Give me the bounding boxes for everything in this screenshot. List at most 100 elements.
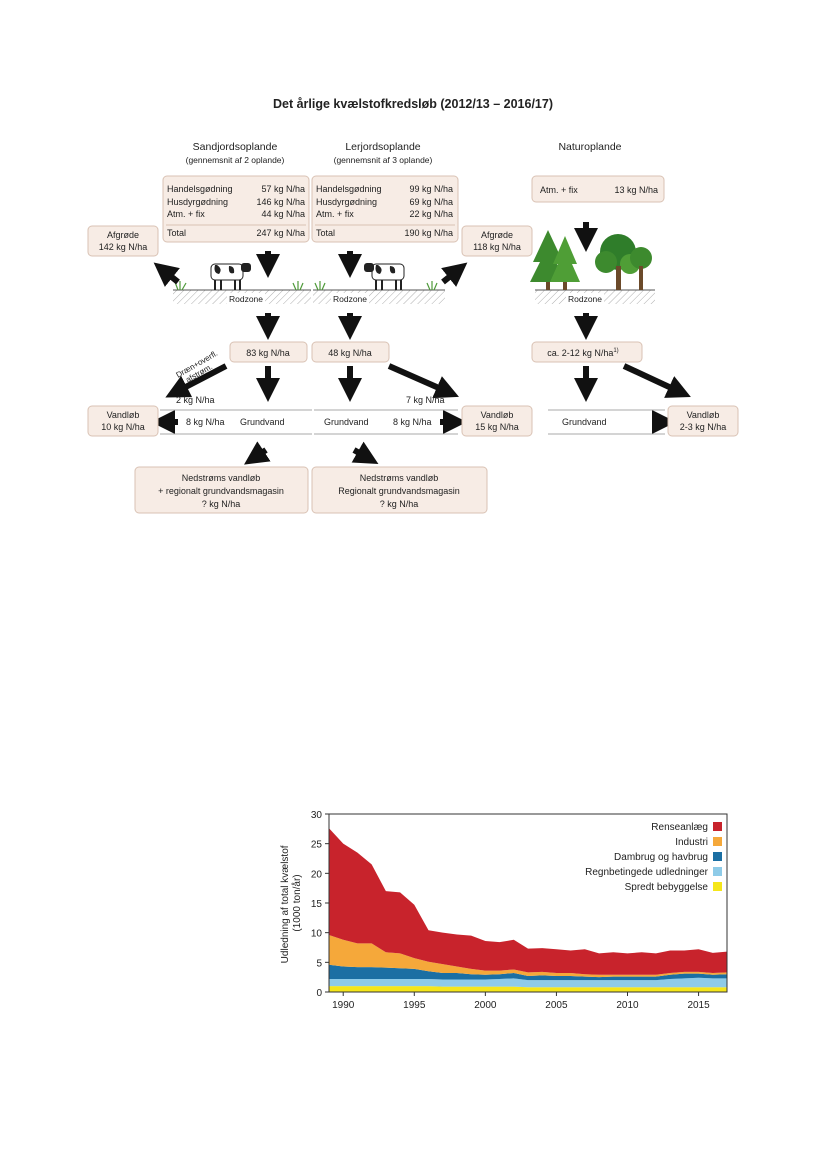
clay-root-leach-value: 48 kg N/ha bbox=[328, 348, 372, 358]
sand-input-box: Handelsgødning 57 kg N/ha Husdyrgødning … bbox=[163, 176, 309, 242]
clay-groundwater-flow: 8 kg N/ha bbox=[393, 417, 432, 427]
nature-input-box: Atm. + fix 13 kg N/ha bbox=[532, 176, 664, 202]
sand-groundwater-label: Grundvand bbox=[240, 417, 285, 427]
y-tick-label: 5 bbox=[316, 958, 322, 969]
clay-input-label: Husdyrgødning bbox=[316, 197, 377, 207]
clay-input-value: 99 kg N/ha bbox=[409, 184, 453, 194]
clay-ground: Rodzone bbox=[313, 290, 445, 305]
nature-root-leach-box: ca. 2-12 kg N/ha1) bbox=[532, 342, 642, 362]
sand-downstream-box: Nedstrøms vandløb + regionalt grundvands… bbox=[135, 467, 308, 513]
crop-value: 118 kg N/ha bbox=[473, 242, 521, 252]
nature-stream-box: Vandløb 2-3 kg N/ha bbox=[668, 406, 738, 436]
clay-column-subtitle: (gennemsnit af 3 oplande) bbox=[334, 155, 433, 165]
sand-column-subtitle: (gennemsnit af 2 oplande) bbox=[186, 155, 285, 165]
y-tick-label: 25 bbox=[311, 840, 323, 851]
nature-groundwater-label: Grundvand bbox=[562, 417, 607, 427]
stream-value: 10 kg N/ha bbox=[101, 422, 145, 432]
sand-root-leach-value: 83 kg N/ha bbox=[246, 348, 290, 358]
downstream-line: Nedstrøms vandløb bbox=[360, 473, 439, 483]
sand-input-label: Atm. + fix bbox=[167, 209, 205, 219]
clay-input-label: Atm. + fix bbox=[316, 209, 354, 219]
downstream-line: + regionalt grundvandsmagasin bbox=[158, 486, 284, 496]
clay-input-value: 69 kg N/ha bbox=[409, 197, 453, 207]
clay-total-label: Total bbox=[316, 228, 335, 238]
stream-value: 15 kg N/ha bbox=[475, 422, 519, 432]
sand-input-value: 44 kg N/ha bbox=[261, 209, 305, 219]
sand-drain-value: 2 kg N/ha bbox=[176, 395, 215, 405]
x-tick-label: 2000 bbox=[474, 1000, 497, 1011]
rodzone-label: Rodzone bbox=[229, 294, 263, 304]
stream-title: Vandløb bbox=[687, 410, 720, 420]
rodzone-label: Rodzone bbox=[333, 294, 367, 304]
y-axis-label: Udledning af total kvælstof (1000 ton/år… bbox=[280, 843, 303, 964]
y-tick-label: 20 bbox=[311, 869, 323, 880]
clay-input-box: Handelsgødning 99 kg N/ha Husdyrgødning … bbox=[312, 176, 458, 242]
sand-crop-box: Afgrøde 142 kg N/ha bbox=[88, 226, 158, 256]
nature-ground: Rodzone bbox=[535, 290, 655, 305]
stream-title: Vandløb bbox=[481, 410, 514, 420]
x-tick-label: 1990 bbox=[332, 1000, 355, 1011]
nature-root-leach-value: ca. 2-12 kg N/ha1) bbox=[547, 348, 618, 358]
sand-input-value: 146 kg N/ha bbox=[256, 197, 305, 207]
legend-swatch bbox=[713, 867, 722, 876]
legend-label: Dambrug og havbrug bbox=[614, 852, 708, 863]
legend-label: Renseanlæg bbox=[651, 822, 708, 833]
cow-icon bbox=[364, 263, 404, 290]
nature-input-value: 13 kg N/ha bbox=[614, 185, 658, 195]
crop-title: Afgrøde bbox=[481, 230, 513, 240]
sand-column-title: Sandjordsoplande bbox=[193, 141, 278, 153]
crop-title: Afgrøde bbox=[107, 230, 139, 240]
sand-groundwater-flow: 8 kg N/ha bbox=[186, 417, 225, 427]
nitrogen-discharge-chart: 0 5 10 15 20 25 30 1990 1995 2000 2005 2010 2015 Re… bbox=[270, 800, 740, 1050]
sand-total-label: Total bbox=[167, 228, 186, 238]
downstream-line: ? kg N/ha bbox=[202, 499, 241, 509]
legend-label: Industri bbox=[675, 837, 708, 848]
clay-root-leach-box: 48 kg N/ha bbox=[312, 342, 389, 362]
x-axis: 1990 1995 2000 2005 2010 2015 bbox=[332, 992, 710, 1011]
sand-stream-box: Vandløb 10 kg N/ha bbox=[88, 406, 158, 436]
clay-drain-value: 7 kg N/ha bbox=[406, 395, 445, 405]
downstream-line: Nedstrøms vandløb bbox=[182, 473, 261, 483]
x-tick-label: 2005 bbox=[545, 1000, 568, 1011]
legend-swatch bbox=[713, 882, 722, 891]
crop-value: 142 kg N/ha bbox=[99, 242, 148, 252]
legend-swatch bbox=[713, 852, 722, 861]
sand-ground: Rodzone bbox=[173, 290, 311, 305]
y-tick-label: 30 bbox=[311, 810, 323, 821]
y-tick-label: 10 bbox=[311, 929, 323, 940]
sand-input-label: Husdyrgødning bbox=[167, 197, 228, 207]
spruce-tree-icon bbox=[530, 230, 580, 290]
y-tick-label: 0 bbox=[316, 988, 322, 999]
nitrogen-cycle-diagram: Det årlige kvælstofkredsløb (2012/13 – 2… bbox=[0, 0, 826, 540]
y-tick-label: 15 bbox=[311, 899, 323, 910]
clay-total-value: 190 kg N/ha bbox=[404, 228, 453, 238]
x-tick-label: 1995 bbox=[403, 1000, 426, 1011]
downstream-line: ? kg N/ha bbox=[380, 499, 419, 509]
diagram-title: Det årlige kvælstofkredsløb (2012/13 – 2… bbox=[273, 97, 553, 111]
nature-column-title: Naturoplande bbox=[558, 141, 621, 153]
clay-input-value: 22 kg N/ha bbox=[409, 209, 453, 219]
clay-stream-box: Vandløb 15 kg N/ha bbox=[462, 406, 532, 436]
clay-input-label: Handelsgødning bbox=[316, 184, 382, 194]
sand-total-value: 247 kg N/ha bbox=[256, 228, 305, 238]
sand-input-value: 57 kg N/ha bbox=[261, 184, 305, 194]
legend-swatch bbox=[713, 822, 722, 831]
y-axis: 0 5 10 15 20 25 30 bbox=[311, 810, 329, 999]
cow-icon bbox=[211, 263, 251, 290]
clay-crop-box: Afgrøde 118 kg N/ha bbox=[462, 226, 532, 256]
x-tick-label: 2010 bbox=[616, 1000, 639, 1011]
legend-label: Regnbetingede udledninger bbox=[585, 867, 709, 878]
sand-input-label: Handelsgødning bbox=[167, 184, 233, 194]
downstream-line: Regionalt grundvandsmagasin bbox=[338, 486, 460, 496]
deciduous-tree-icon bbox=[595, 234, 652, 290]
rodzone-label: Rodzone bbox=[568, 294, 602, 304]
nature-input-label: Atm. + fix bbox=[540, 185, 578, 195]
x-tick-label: 2015 bbox=[687, 1000, 710, 1011]
stream-value: 2-3 kg N/ha bbox=[680, 422, 727, 432]
legend-label: Spredt bebyggelse bbox=[625, 882, 709, 893]
clay-downstream-box: Nedstrøms vandløb Regionalt grundvandsma… bbox=[312, 467, 487, 513]
stream-title: Vandløb bbox=[107, 410, 140, 420]
sand-root-leach-box: 83 kg N/ha bbox=[230, 342, 307, 362]
clay-column-title: Lerjordsoplande bbox=[345, 141, 420, 153]
